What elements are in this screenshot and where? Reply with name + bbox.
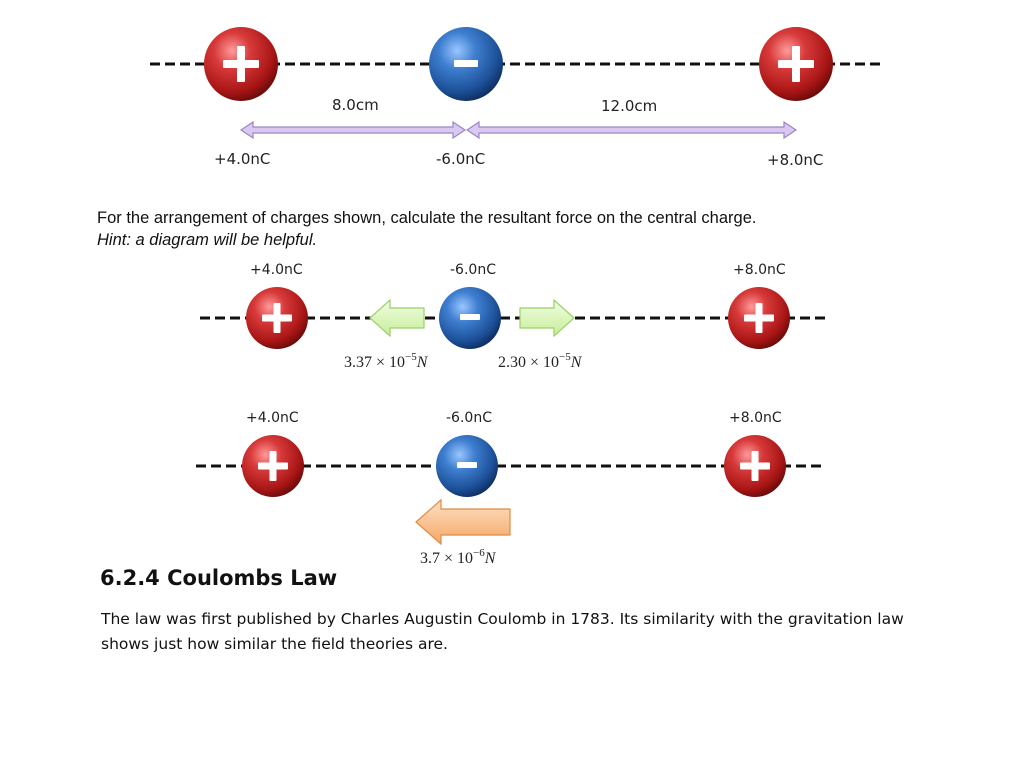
charge-positive-left xyxy=(204,27,278,101)
diagram-forces xyxy=(200,287,830,349)
charge-label-right: +8.0nC xyxy=(767,151,824,169)
force-label-left: 3.37 × 10−5N xyxy=(344,351,428,371)
force-label-right: 2.30 × 10−5N xyxy=(498,351,582,371)
charge-positive-right xyxy=(724,435,786,497)
problem-statement: For the arrangement of charges shown, ca… xyxy=(97,207,756,251)
charge-label-left: +4.0nC xyxy=(246,410,299,426)
diagram-resultant xyxy=(196,435,826,546)
section-body: The law was first published by Charles A… xyxy=(101,610,904,653)
charge-positive-left xyxy=(246,287,308,349)
diagram-top xyxy=(150,27,880,140)
charge-negative-center xyxy=(429,27,503,101)
force-arrow-right xyxy=(519,298,575,338)
distance-label-left: 8.0cm xyxy=(332,96,379,114)
charge-label-center: -6.0nC xyxy=(436,150,486,168)
charge-negative-center xyxy=(436,435,498,497)
charge-label-right: +8.0nC xyxy=(733,262,786,278)
distance-arrow-right xyxy=(465,120,798,140)
resultant-force-arrow xyxy=(415,498,511,546)
charge-label-left: +4.0nC xyxy=(214,150,271,168)
charge-positive-right xyxy=(759,27,833,101)
problem-hint: Hint: a diagram will be helpful. xyxy=(97,231,318,249)
distance-arrow-left xyxy=(239,120,467,140)
charge-positive-left xyxy=(242,435,304,497)
problem-text: For the arrangement of charges shown, ca… xyxy=(97,209,757,227)
charge-label-center: -6.0nC xyxy=(446,410,492,426)
charge-label-center: -6.0nC xyxy=(450,262,496,278)
distance-label-right: 12.0cm xyxy=(601,97,658,115)
charge-label-right: +8.0nC xyxy=(729,410,782,426)
charge-label-left: +4.0nC xyxy=(250,262,303,278)
resultant-force-label: 3.7 × 10−6N xyxy=(420,547,496,567)
force-arrow-left xyxy=(369,298,425,338)
charge-positive-right xyxy=(728,287,790,349)
section-heading: 6.2.4 Coulombs Law xyxy=(100,566,338,590)
charge-negative-center xyxy=(439,287,501,349)
